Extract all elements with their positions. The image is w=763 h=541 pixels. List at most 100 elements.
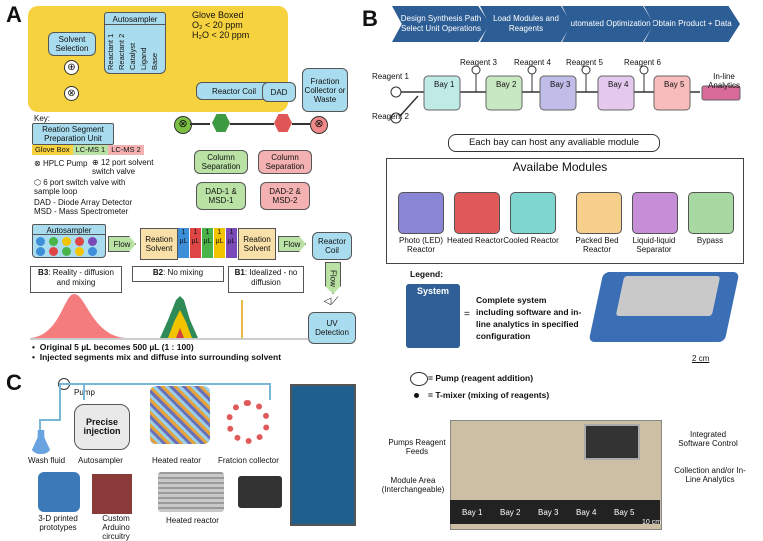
segment-5: 1 µL bbox=[226, 228, 237, 258]
valve-green-icon: ⊗ bbox=[174, 116, 192, 134]
scale-2cm: 2 cm bbox=[692, 354, 710, 363]
vial-label: Catalyst bbox=[128, 42, 137, 70]
tmixer-legend-icon bbox=[414, 393, 419, 398]
precise-injection-box: Precise injection bbox=[74, 404, 130, 450]
segment-1: 1 µL bbox=[178, 228, 189, 258]
vial-label: Base bbox=[150, 52, 159, 70]
wash-fluid-label: Wash fluid bbox=[28, 456, 66, 465]
bay-1-module bbox=[423, 75, 461, 111]
sample-dot bbox=[36, 237, 45, 246]
packed-bed-icon bbox=[576, 192, 622, 234]
module-label-bypass: Bypass bbox=[696, 236, 724, 245]
solvent-selection-box: Solvent Selection bbox=[48, 32, 96, 56]
key-6port: ⬡ 6 port switch valve with sample loop bbox=[34, 178, 126, 196]
bay-1-label: Bay 1 bbox=[434, 80, 455, 89]
key-dad: DAD - Diode Array Detector bbox=[34, 198, 133, 207]
reagent-1-label: Reagent 1 bbox=[372, 72, 409, 81]
vial-label: Reactant 2 bbox=[117, 33, 126, 70]
dad-msd-1: DAD-1 & MSD-1 bbox=[196, 182, 246, 210]
photo-bay-1: Bay 1 bbox=[462, 508, 483, 517]
photo-bay-4: Bay 4 bbox=[576, 508, 597, 517]
key-12port: ⊕ 12 port solvent switch valve bbox=[92, 158, 154, 176]
hplc-pump-icon: ⊗ bbox=[64, 86, 79, 101]
key-reaction-segment: Reation Segment Preparation Unit bbox=[32, 123, 114, 145]
system-desc: Complete system including software and i… bbox=[476, 295, 582, 341]
step-2: Load Modules and Reagents bbox=[480, 6, 572, 42]
bay-5-module bbox=[653, 75, 691, 111]
bay-3-module bbox=[539, 75, 577, 111]
vial-label: Ligand bbox=[139, 47, 148, 70]
b2-peak-band bbox=[168, 310, 192, 338]
module-label-photo: Photo (LED) Reactor bbox=[398, 236, 444, 254]
module-device-photo-top bbox=[615, 276, 721, 316]
12-port-valve-icon: ⊕ bbox=[64, 60, 79, 75]
sample-dot bbox=[49, 237, 58, 246]
scale-10cm: 10 cm bbox=[642, 519, 662, 526]
reagent-2-line bbox=[399, 95, 419, 117]
segment-4: 1 µL bbox=[214, 228, 225, 258]
modules-box bbox=[386, 158, 744, 264]
key-lcms1: LC-MS 1 bbox=[72, 145, 109, 155]
tmixer-desc: = T-mixer (mixing of reagents) bbox=[428, 390, 550, 400]
step-1: Design Synthesis Path Select Unit Operat… bbox=[392, 6, 490, 42]
sample-dot bbox=[62, 247, 71, 256]
sample-dot bbox=[75, 237, 84, 246]
flow-arrow-1: Flow bbox=[108, 236, 136, 252]
heated-reactor-photo bbox=[150, 386, 210, 444]
connector-line bbox=[190, 123, 210, 125]
bullet-1: • Original 5 µL becomes 500 µL (1 : 100) bbox=[32, 342, 194, 352]
bay-4-label: Bay 4 bbox=[608, 80, 629, 89]
key-msd: MSD - Mass Spectrometer bbox=[34, 207, 129, 216]
key-lcms2: LC-MS 2 bbox=[108, 145, 144, 155]
software-screen-photo bbox=[584, 424, 640, 460]
key-title: Key: bbox=[34, 114, 51, 123]
bay-2-module bbox=[485, 75, 523, 111]
reagent-5-label: Reagent 5 bbox=[566, 58, 603, 67]
b3-label: B3: Reality - diffusion and mixing bbox=[30, 266, 122, 293]
panel-c-tubing bbox=[39, 383, 271, 440]
reagent-2-label: Reagent 2 bbox=[372, 112, 409, 121]
bay-3-label: Bay 3 bbox=[550, 80, 571, 89]
reagent-4-label: Reagent 4 bbox=[514, 58, 551, 67]
pumps-feeds-label: Pumps Reagent Feeds bbox=[388, 438, 446, 456]
b2-peak-band bbox=[176, 328, 184, 338]
bay-line-diagram bbox=[390, 65, 741, 124]
connector-line bbox=[292, 123, 310, 125]
key-glove-box: Glove Box bbox=[32, 145, 73, 155]
step-3: Automated Optimization bbox=[562, 6, 654, 42]
valve-red-icon: ⊗ bbox=[310, 116, 328, 134]
system-icon: System bbox=[406, 284, 460, 348]
switch-valve-red-icon bbox=[274, 114, 292, 132]
photo-bay-5: Bay 5 bbox=[614, 508, 635, 517]
dad-msd-2: DAD-2 & MSD-2 bbox=[260, 182, 310, 210]
photo-bay-2: Bay 2 bbox=[500, 508, 521, 517]
bay-strip bbox=[450, 500, 660, 524]
connector-line bbox=[230, 123, 274, 125]
key-hplc: ⊗ HPLC Pump bbox=[34, 159, 88, 168]
module-area-label: Module Area (Interchangeable) bbox=[381, 476, 445, 494]
bypass-icon bbox=[688, 192, 734, 234]
panel-b-label: B bbox=[362, 6, 378, 31]
integrated-software-label: Integrated Software Control bbox=[678, 430, 738, 448]
module-label-separator: Liquid-liquid Separator bbox=[632, 236, 676, 254]
arduino-photo bbox=[92, 474, 132, 514]
cooled-reactor-icon bbox=[510, 192, 556, 234]
reagent-3-label: Reagent 3 bbox=[460, 58, 497, 67]
inline-analytics-module bbox=[701, 85, 741, 101]
key-colors: Glove Box LC-MS 1 LC-MS 2 bbox=[32, 145, 144, 155]
panel-a-label: A bbox=[6, 2, 22, 27]
switch-valve-green-icon bbox=[212, 114, 230, 132]
3d-printed-photo bbox=[38, 472, 80, 512]
reactor-coil-box: Reactor Coil bbox=[196, 82, 272, 100]
segment-2: 1 µL bbox=[190, 228, 201, 258]
autosampler-label: Autosampler bbox=[78, 456, 123, 465]
bay-4-module bbox=[597, 75, 635, 111]
tablet-photo bbox=[238, 476, 282, 508]
reaction-solvent-2: Reation Solvent bbox=[238, 228, 276, 260]
tubing-line bbox=[39, 383, 271, 440]
segment-3: 1 µL bbox=[202, 228, 213, 258]
collection-label: Collection and/or In-Line Analytics bbox=[674, 466, 746, 484]
bullet-2: • Injected segments mix and diffuse into… bbox=[32, 352, 282, 362]
each-bay-note: Each bay can host any avaliable module bbox=[448, 134, 660, 152]
